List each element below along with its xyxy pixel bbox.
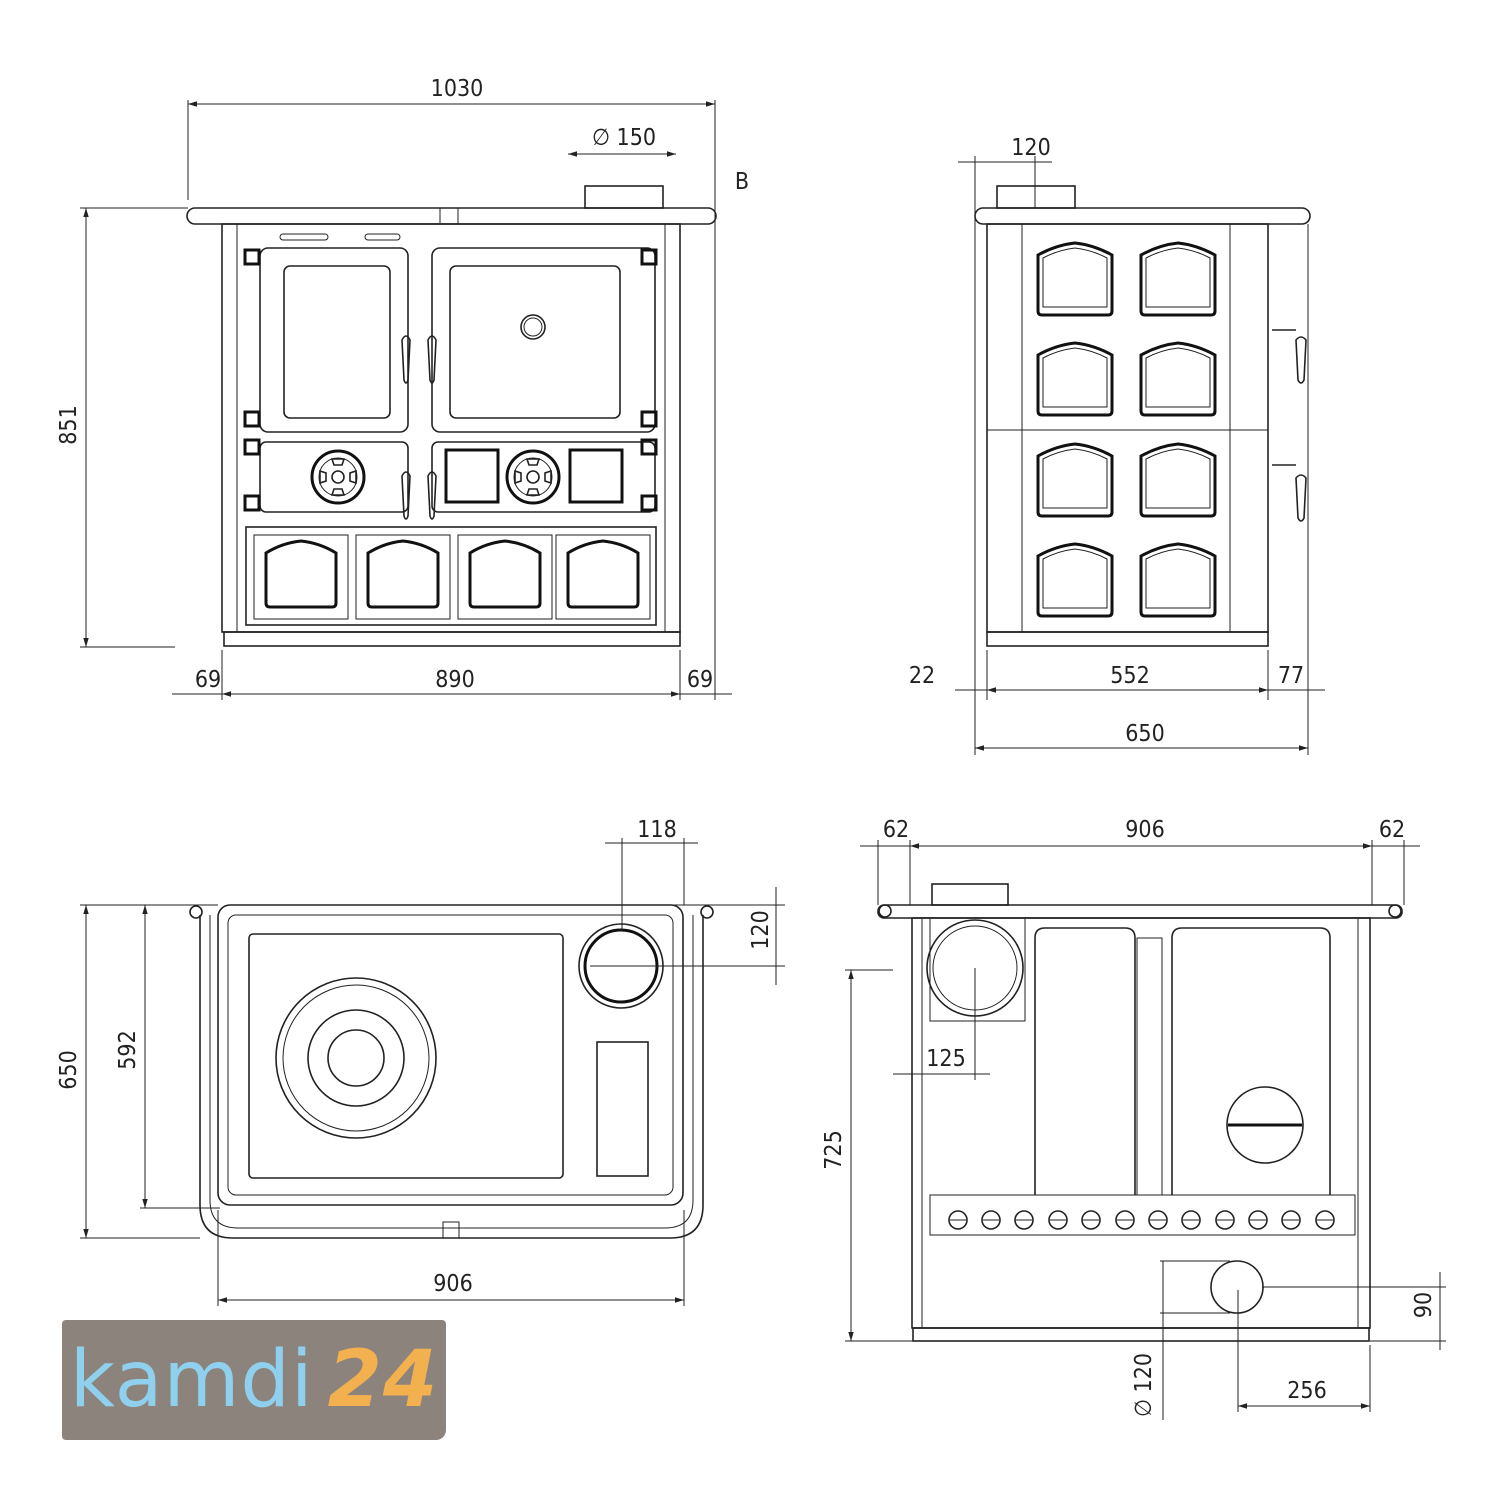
dim-width-total: 1030 xyxy=(431,76,484,102)
dim-flue-offset: 120 xyxy=(1011,135,1051,161)
dim-air-offset: 256 xyxy=(1287,1378,1327,1404)
front-dimensions: 1030 ∅ 150 B 851 69 890 69 xyxy=(56,76,749,700)
dim-air-height: 90 xyxy=(1411,1292,1437,1318)
dim-flue-diameter: ∅ 150 xyxy=(592,125,656,151)
top-dimensions: 118 120 650 592 906 xyxy=(56,817,785,1306)
dim-width: 906 xyxy=(433,1271,473,1297)
dim-flue-x: 125 xyxy=(926,1046,966,1072)
side-dimensions: 120 22 552 77 650 xyxy=(909,135,1325,755)
dim-side-right: 77 xyxy=(1278,663,1304,689)
dim-flue-depth: 120 xyxy=(748,910,774,950)
front-view xyxy=(186,185,717,647)
vent-holes xyxy=(948,1210,1335,1230)
dim-depth-total: 650 xyxy=(56,1050,82,1090)
side-view xyxy=(974,185,1311,647)
dim-rear-right: 62 xyxy=(1379,817,1405,843)
rear-view xyxy=(877,883,1403,1342)
dim-flue-height: 725 xyxy=(821,1130,847,1170)
top-view xyxy=(189,904,714,1239)
dim-side-right: 69 xyxy=(687,667,713,693)
dim-inner-width: 890 xyxy=(435,667,475,693)
dim-depth-inner: 592 xyxy=(115,1030,141,1070)
dim-height: 851 xyxy=(56,405,82,445)
dim-depth: 650 xyxy=(1125,721,1165,747)
dim-side-left: 22 xyxy=(909,663,935,689)
dim-flue-distance: 118 xyxy=(637,817,677,843)
dim-rear-left: 62 xyxy=(883,817,909,843)
dim-rear-width: 906 xyxy=(1125,817,1165,843)
logo-word: kamdi xyxy=(69,1335,314,1425)
dim-side-left: 69 xyxy=(195,667,221,693)
view-letter: B xyxy=(735,169,749,195)
dim-side-body: 552 xyxy=(1110,663,1150,689)
logo-number: 24 xyxy=(327,1335,439,1425)
dim-air-diameter: ∅ 120 xyxy=(1131,1353,1157,1417)
rear-dimensions: 62 906 62 125 725 90 ∅ 120 256 xyxy=(821,817,1446,1420)
